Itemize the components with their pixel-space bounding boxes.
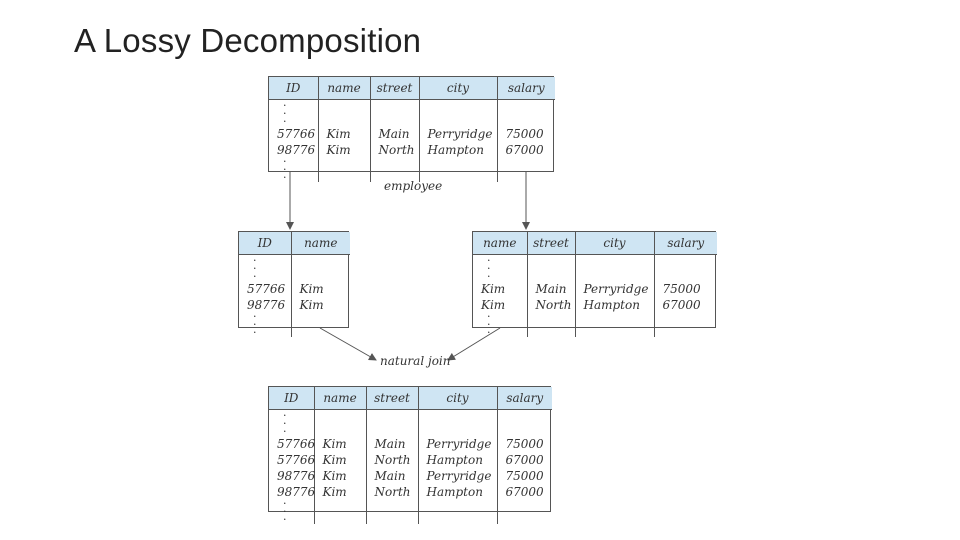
table-cell: Kim xyxy=(299,297,324,312)
column-header: street xyxy=(527,232,576,255)
table-cell: Main xyxy=(535,281,567,296)
table-cell: Perryridge xyxy=(583,281,649,296)
table-cell: 75000 xyxy=(505,436,544,451)
column-header: city xyxy=(575,232,655,255)
employee-label: employee xyxy=(384,179,443,193)
table-cell: Hampton xyxy=(583,297,640,312)
table-cell: 75000 xyxy=(662,281,701,296)
column-header: ID xyxy=(269,77,319,100)
ellipsis-icon: ··· xyxy=(253,309,257,339)
column-header: salary xyxy=(497,387,552,410)
table-cell: Kim xyxy=(322,452,347,467)
column-header: salary xyxy=(497,77,555,100)
table-cell: Hampton xyxy=(426,484,483,499)
slide-title: A Lossy Decomposition xyxy=(74,22,422,59)
table-cell: 98776 xyxy=(277,484,316,499)
column-header: salary xyxy=(654,232,717,255)
table-cell: Kim xyxy=(299,281,324,296)
table-cell: Kim xyxy=(322,436,347,451)
table-cell: 98776 xyxy=(277,468,316,483)
ellipsis-icon: ··· xyxy=(487,253,491,283)
column-header: name xyxy=(314,387,367,410)
natural-join-label: natural join xyxy=(380,354,451,368)
table-cell: 67000 xyxy=(505,142,544,157)
ellipsis-icon: ··· xyxy=(283,496,287,526)
column-header: name xyxy=(318,77,371,100)
table-cell: 57766 xyxy=(277,126,316,141)
table-cell: 57766 xyxy=(247,281,286,296)
table-cell: 98776 xyxy=(247,297,286,312)
column-header: street xyxy=(370,77,420,100)
column-header: city xyxy=(418,387,498,410)
ellipsis-icon: ··· xyxy=(253,253,257,283)
table-cell: 75000 xyxy=(505,126,544,141)
ellipsis-icon: ··· xyxy=(487,309,491,339)
table-cell: Kim xyxy=(481,297,506,312)
table-cell: Main xyxy=(374,468,406,483)
table-cell: Perryridge xyxy=(426,436,492,451)
table-cell: 67000 xyxy=(505,452,544,467)
table-cell: Kim xyxy=(326,126,351,141)
column-header: name xyxy=(473,232,528,255)
arrow-left-to-join xyxy=(319,327,377,361)
table-cell: North xyxy=(374,484,411,499)
table-cell: Hampton xyxy=(426,452,483,467)
table-cell: Perryridge xyxy=(426,468,492,483)
column-header: street xyxy=(366,387,419,410)
table-cell: Kim xyxy=(322,484,347,499)
table-cell: 75000 xyxy=(505,468,544,483)
table-cell: Perryridge xyxy=(427,126,493,141)
column-header: ID xyxy=(269,387,315,410)
table-cell: Kim xyxy=(481,281,506,296)
table-cell: North xyxy=(374,452,411,467)
ellipsis-icon: ··· xyxy=(283,154,287,184)
table-cell: 57766 xyxy=(277,452,316,467)
ellipsis-icon: ··· xyxy=(283,98,287,128)
table-cell: Kim xyxy=(326,142,351,157)
column-header: city xyxy=(419,77,498,100)
table-cell: North xyxy=(535,297,572,312)
column-header: name xyxy=(291,232,350,255)
column-header: ID xyxy=(239,232,292,255)
table-cell: 67000 xyxy=(505,484,544,499)
table-cell: 67000 xyxy=(662,297,701,312)
table-cell: Kim xyxy=(322,468,347,483)
ellipsis-icon: ··· xyxy=(283,408,287,438)
table-cell: North xyxy=(378,142,415,157)
table-cell: Main xyxy=(374,436,406,451)
table-cell: Main xyxy=(378,126,410,141)
table-cell: Hampton xyxy=(427,142,484,157)
table-cell: 98776 xyxy=(277,142,316,157)
table-cell: 57766 xyxy=(277,436,316,451)
